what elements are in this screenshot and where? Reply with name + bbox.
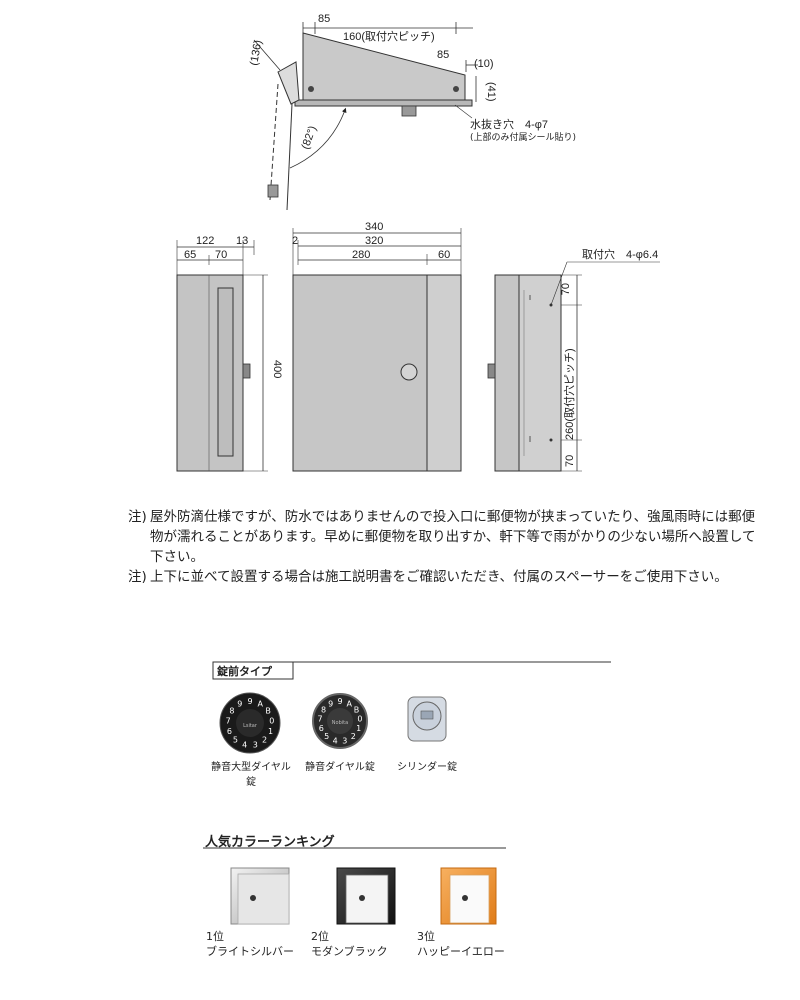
rank-item-3: 3位 ハッピーイエロー — [417, 929, 505, 959]
dim-260-pitch: 260(取付穴ピッチ) — [562, 348, 576, 440]
dial-character: 9 — [328, 699, 333, 708]
note-2: 注) 上下に並べて設置する場合は施工説明書をご確認いただき、付属のスペーサーをご… — [128, 567, 768, 587]
dial-character: 4 — [242, 740, 247, 749]
dim-60: 60 — [438, 249, 450, 261]
dim-13: 13 — [236, 235, 248, 247]
dim-70: 70 — [215, 249, 227, 261]
dial-character: 5 — [233, 736, 238, 745]
notes: 注) 屋外防滴仕様ですが、防水ではありませんので投入口に郵便物が挟まっていたり、… — [128, 507, 768, 587]
dial-character: B — [354, 706, 360, 715]
dim-pitch-160: 160(取付穴ピッチ) — [343, 29, 435, 43]
rank-item-2: 2位 モダンブラック — [311, 929, 388, 959]
dim-2: 2 — [292, 235, 298, 247]
dial-character: 0 — [357, 715, 362, 724]
dial-character: 8 — [229, 707, 234, 716]
rank-number: 3位 — [417, 930, 435, 943]
dial-character: 9 — [337, 697, 342, 706]
dim-70-bottom: 70 — [564, 455, 576, 467]
dim-122: 122 — [196, 235, 214, 247]
rank-color-name: ブライトシルバー — [206, 945, 294, 958]
drain-hole-sub: (上部のみ付属シール貼り) — [470, 131, 576, 143]
dim-70-top: 70 — [560, 283, 572, 295]
dial-character: 6 — [319, 724, 324, 733]
front-view: 340 320 2 280 60 — [292, 221, 462, 472]
dial-character: 6 — [227, 727, 232, 736]
dim-85-right: 85 — [437, 49, 449, 61]
rank-item-1: 1位 ブライトシルバー — [206, 929, 294, 959]
dial-character: 1 — [356, 724, 361, 733]
cylinder-lock-image — [407, 696, 447, 742]
dim-85-left: 85 — [318, 13, 330, 25]
rank-color-name: ハッピーイエロー — [417, 945, 505, 958]
dial-character: 7 — [318, 715, 323, 724]
back-view: 取付穴 4-φ6.4 70 260(取付穴ピッチ) 70 — [487, 247, 660, 472]
note-mark: 注) — [128, 569, 147, 585]
drain-hole-label: 水抜き穴 4-φ7 — [470, 117, 548, 131]
note-mark: 注) — [128, 509, 147, 525]
dial-character: 8 — [321, 706, 326, 715]
note-text: 上下に並べて設置する場合は施工説明書をご確認いただき、付属のスペーサーをご使用下… — [150, 569, 728, 585]
lock-section-graphics: Lsitar Nobita — [212, 661, 611, 754]
lock-caption-large-dial: 静音大型ダイヤル錠 — [211, 762, 291, 788]
dial-character: 3 — [342, 736, 347, 745]
svg-text:Lsitar: Lsitar — [243, 723, 258, 729]
top-view: 85 160(取付穴ピッチ) 85 (10) (41) (136) (82°) … — [248, 13, 576, 211]
dim-65: 65 — [184, 249, 196, 261]
dial-character: 7 — [226, 716, 231, 725]
dim-41: (41) — [485, 82, 497, 102]
dim-280: 280 — [352, 249, 370, 261]
mount-hole-label: 取付穴 4-φ6.4 — [582, 247, 658, 261]
dial-character: 4 — [333, 736, 338, 745]
dial-character: A — [347, 699, 353, 708]
dial-character: 0 — [269, 716, 274, 725]
dial-character: 5 — [324, 732, 329, 741]
angle-82: (82°) — [300, 124, 319, 151]
dial-character: 3 — [253, 740, 258, 749]
rank-color-name: モダンブラック — [311, 945, 388, 958]
svg-text:Nobita: Nobita — [332, 720, 348, 726]
dial-character: 2 — [262, 736, 267, 745]
lock-section-title: 錠前タイプ — [217, 665, 272, 678]
dial-character: 9 — [247, 697, 252, 706]
dim-340: 340 — [365, 221, 383, 233]
large-dial-lock-image: Lsitar — [219, 692, 281, 754]
dial-character: 1 — [268, 727, 273, 736]
mailbox-orange-image — [440, 867, 497, 925]
note-1: 注) 屋外防滴仕様ですが、防水ではありませんので投入口に郵便物が挟まっていたり、… — [128, 507, 768, 567]
dial-character: 9 — [237, 700, 242, 709]
dim-320: 320 — [365, 235, 383, 247]
mailbox-black-image — [336, 867, 396, 925]
rank-number: 2位 — [311, 930, 329, 943]
dim-136: (136) — [248, 39, 264, 66]
mailbox-silver-image — [230, 867, 290, 925]
lock-caption-cylinder: シリンダー錠 — [397, 762, 457, 773]
dim-400: 400 — [271, 360, 283, 378]
rank-number: 1位 — [206, 930, 224, 943]
dial-character: B — [265, 707, 271, 716]
dial-character: A — [257, 700, 263, 709]
dial-character: 2 — [351, 732, 356, 741]
note-text: 屋外防滴仕様ですが、防水ではありませんので投入口に郵便物が挟まっていたり、強風雨… — [150, 509, 756, 565]
dial-lock-image: Nobita — [312, 693, 368, 749]
dim-10: (10) — [474, 58, 494, 70]
side-view: 122 13 65 70 400 — [176, 235, 283, 472]
ranking-section-title: 人気カラーランキング — [205, 835, 335, 850]
ranking-section-graphics — [203, 847, 506, 925]
lock-caption-dial: 静音ダイヤル錠 — [305, 762, 375, 773]
